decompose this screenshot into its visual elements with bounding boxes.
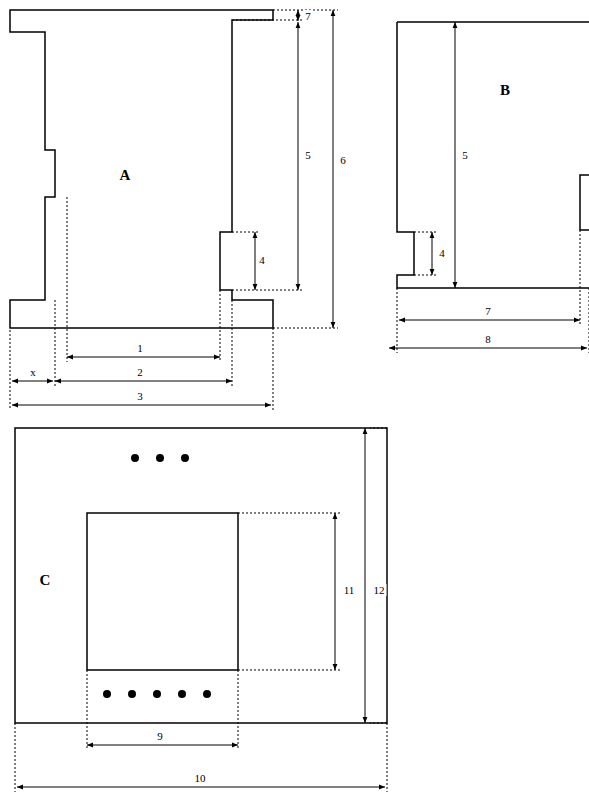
dimension-number: 4 <box>437 247 447 259</box>
dimension-number: 12 <box>372 584 387 596</box>
dimension-number: x <box>28 366 38 378</box>
dimension-number: 8 <box>483 333 493 345</box>
dimension-lines <box>12 10 587 787</box>
dimension-number: 1 <box>135 342 145 354</box>
dimension-number: 2 <box>135 366 145 378</box>
figure-letter: A <box>118 167 133 183</box>
core-c <box>15 428 387 723</box>
lamination-b <box>397 22 589 288</box>
dimension-number: 5 <box>303 149 313 161</box>
dimension-number: 5 <box>460 149 470 161</box>
holes <box>103 454 211 698</box>
dimension-number: 7 <box>303 10 313 22</box>
dimension-number: 9 <box>155 730 165 742</box>
dimension-number: 7 <box>483 305 493 317</box>
window-c <box>87 513 238 670</box>
dimension-number: 3 <box>135 390 145 402</box>
dimension-number: 6 <box>338 154 348 166</box>
figure-letter: B <box>498 82 512 98</box>
figure-letter: C <box>38 572 53 588</box>
dimension-number: 10 <box>193 772 208 784</box>
dimension-number: 11 <box>342 584 357 596</box>
dimension-number: 4 <box>257 254 267 266</box>
extension-lines <box>10 10 589 792</box>
lamination-a <box>10 10 273 328</box>
